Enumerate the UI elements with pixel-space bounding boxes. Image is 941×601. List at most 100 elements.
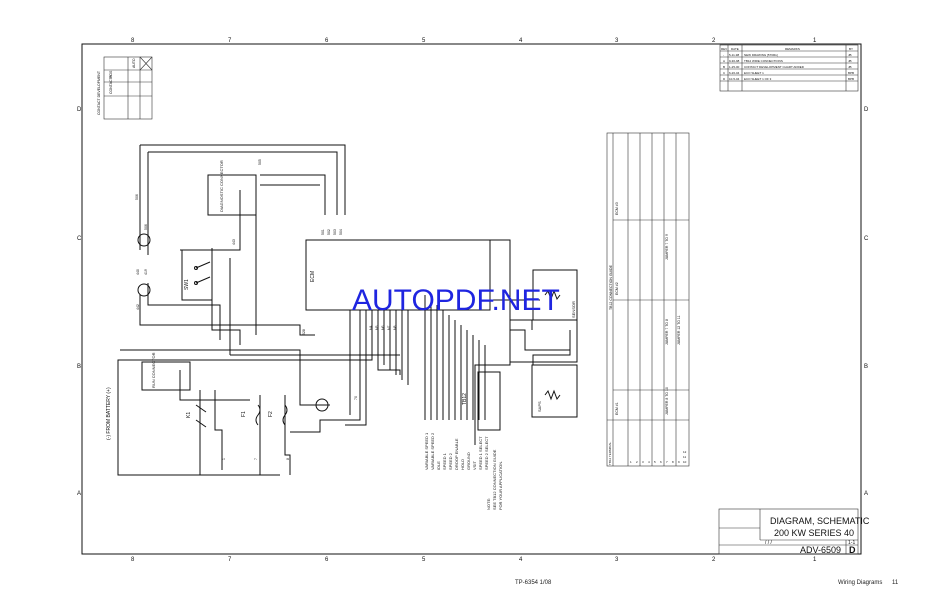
diagnostic-connector: DIAGNOSTIC CONNECTOR [207,160,257,216]
svg-text:9-30-98: 9-30-98 [729,59,740,63]
svg-text:SPEED 1: SPEED 1 [442,452,447,470]
svg-text:4: 4 [519,557,523,563]
svg-text:6-26-04: 6-26-04 [729,71,740,75]
svg-text:1: 1 [630,460,632,464]
title-block: DIAGRAM, SCHEMATIC 200 KW SERIES 40 / / … [718,508,870,555]
svg-text:D: D [864,107,869,113]
svg-text:10: 10 [683,460,687,464]
svg-text:419: 419 [144,269,148,275]
svg-text:POS: POS [109,70,113,78]
svg-text:HOLD: HOLD [460,459,465,470]
svg-text:440: 440 [136,269,140,275]
contact-development-chart: CONTACT DEVELOPMENT POS CONTACTS AUTO [97,56,153,120]
svg-text:2: 2 [712,557,716,563]
svg-text:D: D [723,77,726,81]
watermark: AUTOPDF.NET [352,284,560,317]
svg-text:D: D [77,107,82,113]
svg-text:SPEED 2: SPEED 2 [448,452,453,470]
svg-text:1: 1 [813,38,817,44]
svg-text:TB12 WIRE CONNECTIONS: TB12 WIRE CONNECTIONS [744,59,783,63]
sensor-box: SENSOR [532,269,578,321]
svg-text:505: 505 [258,159,262,165]
svg-text:BPB: BPB [848,71,854,75]
svg-text:5: 5 [422,38,426,44]
svg-text:JB: JB [848,59,852,63]
svg-text:442: 442 [136,304,140,310]
svg-text:CONTACT DEVELOPMENT: CONTACT DEVELOPMENT [97,70,101,115]
svg-text:1-1: 1-1 [848,540,855,546]
svg-text:RUN CONNECTOR: RUN CONNECTOR [151,352,156,388]
svg-text:N6: N6 [381,325,385,330]
svg-text:ECO SHEET 1 OF 3: ECO SHEET 1 OF 3 [744,77,772,81]
svg-text:N7: N7 [387,325,391,330]
svg-text:ECM #3: ECM #3 [615,202,619,215]
svg-text:ECO SHEET 1: ECO SHEET 1 [744,71,764,75]
drawing-size: D [849,545,856,555]
svg-text:504: 504 [339,229,343,235]
svg-text:7: 7 [254,458,258,460]
svg-text:SPEED 2 SELECT: SPEED 2 SELECT [484,436,489,470]
svg-text:1-25-00: 1-25-00 [729,65,740,69]
svg-text:SW1: SW1 [184,279,190,290]
svg-text:7: 7 [228,38,232,44]
svg-text:SENSOR: SENSOR [571,301,576,318]
ecm: ECM [305,239,491,311]
svg-text:443: 443 [232,239,236,245]
svg-text:JB: JB [848,65,852,69]
svg-text:JB: JB [848,53,852,57]
svg-text:ECM #2: ECM #2 [615,282,619,295]
svg-text:3: 3 [642,460,644,464]
svg-text:IDLE: IDLE [436,461,441,470]
footer-section: Wiring Diagrams [838,580,882,586]
footer-doc-number: TP-6354 1/08 [515,580,552,586]
tb12-connection-guide-table: TB12 CONNECTION GUIDE ECM #3 ECM #2 ECM … [606,132,690,467]
svg-text:8: 8 [286,458,290,460]
svg-text:C: C [77,236,82,242]
svg-text:DIAGRAM, SCHEMATIC: DIAGRAM, SCHEMATIC [770,516,870,526]
svg-text:NOTE:: NOTE: [486,498,491,510]
svg-text:AUTO: AUTO [132,58,136,68]
svg-text:4: 4 [519,38,523,44]
svg-text:501: 501 [321,229,325,235]
k1-relay: K1 [186,404,207,428]
svg-text:200 KW SERIES 40: 200 KW SERIES 40 [774,528,854,538]
svg-text:REMARKS: REMARKS [785,47,800,51]
svg-text:JUMPER 8 TO 10: JUMPER 8 TO 10 [665,387,669,415]
svg-text:7: 7 [666,460,668,464]
svg-text:5-11-98: 5-11-98 [729,53,739,57]
svg-text:528: 528 [302,329,306,335]
svg-text:8: 8 [131,38,135,44]
svg-text:10-5-04: 10-5-04 [729,77,740,81]
svg-text:JUMPER 12 TO 11: JUMPER 12 TO 11 [677,315,681,345]
svg-text:B: B [723,65,725,69]
note: NOTE: SEE TB12 CONNECTION GUIDE FOR YOUR… [486,449,503,510]
svg-text:6: 6 [660,460,662,464]
svg-text:4: 4 [648,460,650,464]
svg-text:A: A [864,491,868,497]
svg-text:-: - [723,53,724,57]
tb12-terminal-block: TB12 VARIABLE SPEED 1 VARIABLE SPEED 2 I… [424,371,501,470]
svg-text:FOR YOUR APPLICATION.: FOR YOUR APPLICATION. [498,461,503,510]
svg-text:503: 503 [333,229,337,235]
svg-text:/ / /: / / / [765,540,773,546]
svg-text:SAPS: SAPS [537,401,542,412]
svg-text:3: 3 [615,557,619,563]
svg-text:TB12 TERMINAL: TB12 TERMINAL [608,442,612,465]
svg-text:A: A [77,491,81,497]
battery-label: (-) FROM BATTERY (+) [106,387,112,440]
svg-text:506: 506 [135,194,139,200]
svg-text:BY: BY [849,47,853,51]
svg-text:BPB: BPB [848,77,854,81]
svg-text:JUMPER 7 TO 9: JUMPER 7 TO 9 [665,234,669,260]
svg-text:DROOP ENABLE: DROOP ENABLE [454,438,459,470]
svg-text:GROUND: GROUND [466,452,471,470]
svg-text:1: 1 [813,557,817,563]
svg-text:ECM: ECM [310,271,316,282]
svg-text:1: 1 [222,458,226,460]
svg-text:TB12 CONNECTION GUIDE: TB12 CONNECTION GUIDE [609,264,613,310]
run-connector: RUN CONNECTOR [141,352,191,391]
svg-text:9: 9 [678,460,680,464]
svg-text:N8: N8 [393,325,397,330]
zone-markers-side: D C B A D C B A [77,107,869,497]
